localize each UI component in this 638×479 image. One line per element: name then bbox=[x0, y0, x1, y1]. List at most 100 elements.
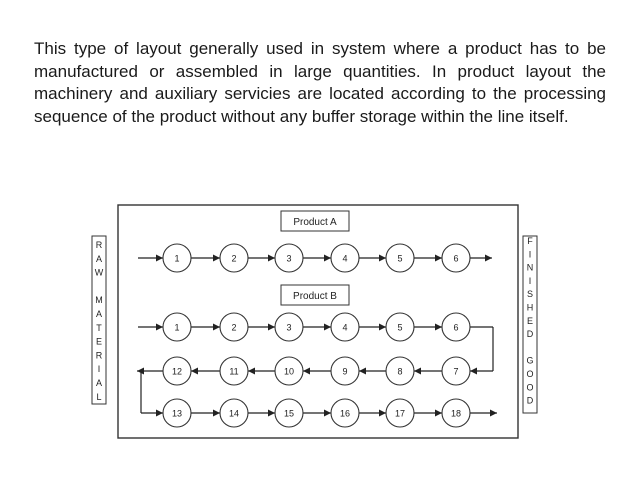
machine-number: 2 bbox=[231, 254, 236, 264]
machine-row_b2-12: 12 bbox=[162, 356, 192, 386]
raw-material-letter: L bbox=[96, 392, 101, 402]
machine-number: 3 bbox=[286, 323, 291, 333]
machine-number: 4 bbox=[342, 254, 347, 264]
finished-good-letter: O bbox=[526, 369, 533, 379]
finished-good-letter: O bbox=[526, 382, 533, 392]
machine-circle bbox=[330, 398, 360, 428]
machine-circle bbox=[385, 312, 415, 342]
raw-material-letter: W bbox=[95, 268, 104, 278]
machine-circle bbox=[330, 243, 360, 273]
raw-material-box bbox=[91, 235, 107, 405]
finished-good-letter: D bbox=[527, 329, 534, 339]
finished-good-letter: G bbox=[526, 356, 533, 366]
raw-material-letter: A bbox=[96, 309, 102, 319]
machine-row_b2-8: 8 bbox=[385, 356, 415, 386]
machine-number: 6 bbox=[453, 323, 458, 333]
machine-number: 11 bbox=[229, 367, 238, 377]
machine-number: 14 bbox=[229, 409, 239, 419]
machine-row_b3-17: 17 bbox=[385, 398, 415, 428]
machine-row_b2-9: 9 bbox=[330, 356, 360, 386]
description-paragraph: This type of layout generally used in sy… bbox=[34, 39, 606, 126]
machine-number: 5 bbox=[397, 323, 402, 333]
machine-row_a-1: 1 bbox=[162, 243, 192, 273]
machine-number: 3 bbox=[286, 254, 291, 264]
machine-number: 12 bbox=[172, 367, 182, 377]
machine-number: 4 bbox=[342, 323, 347, 333]
machine-circle bbox=[274, 356, 304, 386]
machine-row_b1-4: 4 bbox=[330, 312, 360, 342]
machine-row_b3-13: 13 bbox=[162, 398, 192, 428]
machine-row_b1-6: 6 bbox=[441, 312, 471, 342]
machine-circle bbox=[219, 312, 249, 342]
raw-material-letter: E bbox=[96, 337, 102, 347]
machine-number: 6 bbox=[453, 254, 458, 264]
machine-circle bbox=[385, 243, 415, 273]
raw-material-letter: R bbox=[96, 350, 103, 360]
finished-good-letter: I bbox=[529, 276, 532, 286]
machine-number: 15 bbox=[284, 409, 294, 419]
machine-circle bbox=[162, 312, 192, 342]
product-a-label: Product A bbox=[293, 217, 337, 228]
finished-good-letter: I bbox=[529, 249, 532, 259]
machine-row_b1-3: 3 bbox=[274, 312, 304, 342]
machine-circle bbox=[162, 356, 192, 386]
raw-material-letter: A bbox=[96, 378, 102, 388]
machine-number: 1 bbox=[174, 254, 179, 264]
machine-row_b1-2: 2 bbox=[219, 312, 249, 342]
machine-circle bbox=[274, 243, 304, 273]
machine-number: 8 bbox=[397, 367, 402, 377]
machine-number: 7 bbox=[453, 367, 458, 377]
machine-row_b3-16: 16 bbox=[330, 398, 360, 428]
machine-row_b3-18: 18 bbox=[441, 398, 471, 428]
product-a-box bbox=[280, 210, 350, 232]
raw-material-letter: I bbox=[98, 364, 101, 374]
machine-number: 9 bbox=[342, 367, 347, 377]
product-b-label: Product B bbox=[293, 291, 337, 302]
machine-circle bbox=[385, 356, 415, 386]
machine-row_b1-5: 5 bbox=[385, 312, 415, 342]
finished-good-letter: S bbox=[527, 289, 533, 299]
product-b-box bbox=[280, 284, 350, 306]
machine-circle bbox=[219, 398, 249, 428]
machine-row_a-5: 5 bbox=[385, 243, 415, 273]
machine-circle bbox=[441, 398, 471, 428]
machine-circle bbox=[162, 243, 192, 273]
machine-circle bbox=[219, 243, 249, 273]
finished-good-letter: E bbox=[527, 316, 533, 326]
flow-arrows bbox=[137, 254, 497, 417]
machine-row_b2-7: 7 bbox=[441, 356, 471, 386]
raw-material-letter: R bbox=[96, 240, 103, 250]
machine-circle bbox=[441, 243, 471, 273]
machine-row_a-6: 6 bbox=[441, 243, 471, 273]
machine-row_b2-11: 11 bbox=[219, 356, 249, 386]
machine-circle bbox=[385, 398, 415, 428]
machine-number: 16 bbox=[340, 409, 350, 419]
finished-good-letter: H bbox=[527, 303, 534, 313]
machine-number: 2 bbox=[231, 323, 236, 333]
machine-number: 18 bbox=[451, 409, 461, 419]
machine-row_a-2: 2 bbox=[219, 243, 249, 273]
machine-row_b3-15: 15 bbox=[274, 398, 304, 428]
finished-good-letter: N bbox=[527, 263, 534, 273]
machine-circle bbox=[219, 356, 249, 386]
machine-circle bbox=[274, 398, 304, 428]
layout-frame bbox=[117, 204, 519, 439]
raw-material-letter: A bbox=[96, 254, 102, 264]
machine-row_b1-1: 1 bbox=[162, 312, 192, 342]
raw-material-letter: M bbox=[95, 295, 103, 305]
finished-good-letter: D bbox=[527, 396, 534, 406]
machine-circle bbox=[441, 312, 471, 342]
machine-circle bbox=[162, 398, 192, 428]
machine-number: 17 bbox=[395, 409, 405, 419]
machine-row_a-4: 4 bbox=[330, 243, 360, 273]
machine-row_b2-10: 10 bbox=[274, 356, 304, 386]
finished-good-box bbox=[522, 235, 538, 414]
machine-number: 5 bbox=[397, 254, 402, 264]
machine-circle bbox=[441, 356, 471, 386]
machine-row_a-3: 3 bbox=[274, 243, 304, 273]
machine-number: 13 bbox=[172, 409, 182, 419]
